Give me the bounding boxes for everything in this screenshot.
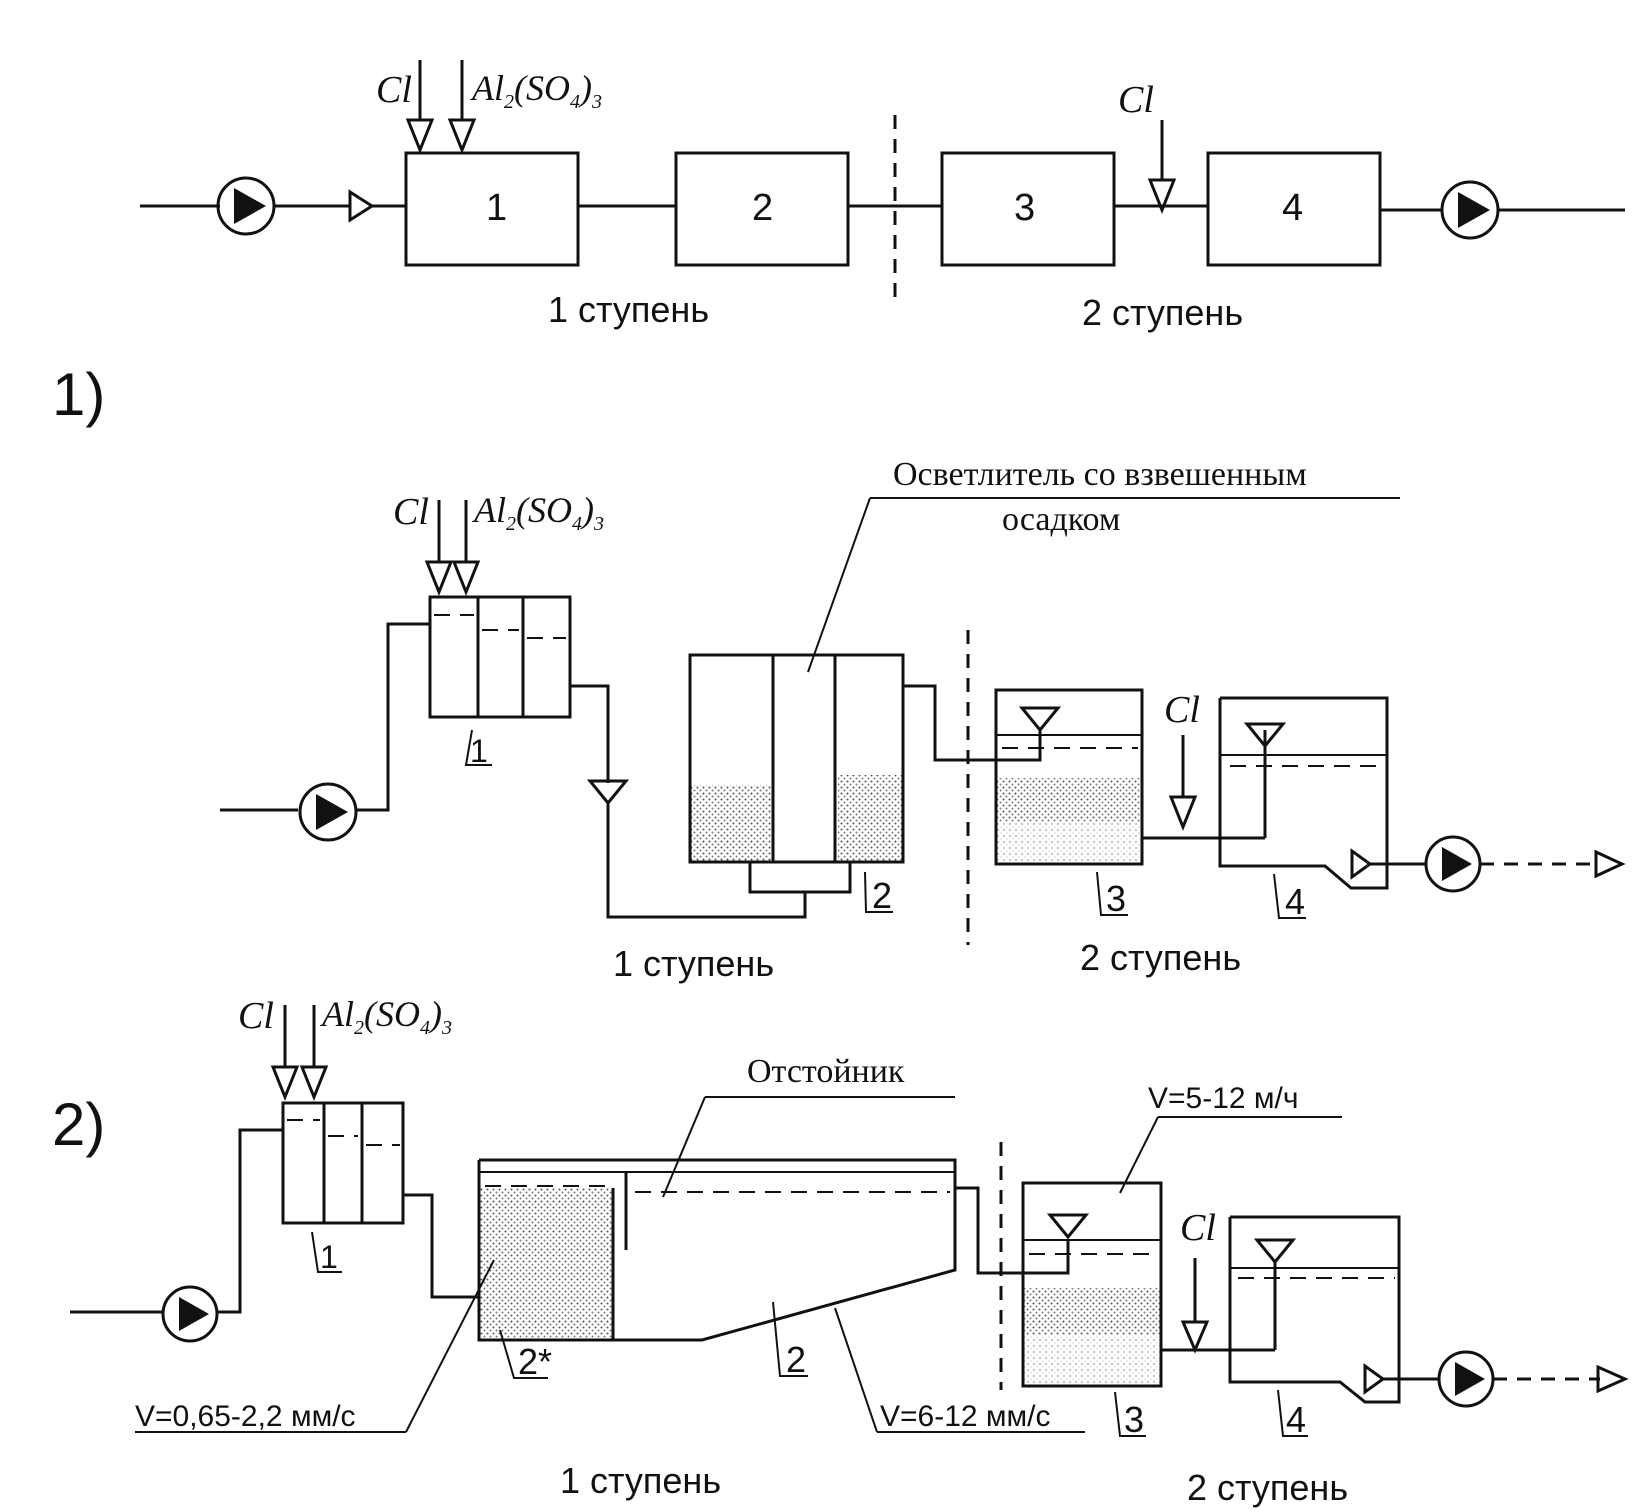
arrow-right-icon (1594, 849, 1626, 879)
block-2-label: 2 (752, 187, 773, 229)
block-3-label: 3 (1014, 187, 1035, 229)
clean-water-tank-4 (1218, 696, 1389, 890)
scheme-1: 1 Cl Al2(SO4)3 Осветлитель со взвешенным… (220, 456, 1626, 984)
callout-4: 4 (1285, 881, 1305, 922)
arrow-down-icon (424, 560, 454, 597)
valve-icon (1363, 1363, 1386, 1395)
callout-2: 2 (872, 875, 892, 916)
block-4 (1206, 151, 1382, 267)
velocity-filter-label: V=5-12 м/ч (1148, 1082, 1299, 1115)
stage2-label: 2 ступень (1187, 1467, 1348, 1508)
stage2-label: 2 ступень (1080, 937, 1241, 978)
arrow-down-icon (1147, 178, 1177, 215)
block-1 (404, 151, 580, 267)
chem-cl-stage2: Cl (1164, 689, 1200, 731)
arrow-down-icon (1168, 795, 1198, 832)
chem-cl: Cl (238, 995, 274, 1037)
arrow-down-icon (270, 1065, 300, 1102)
pump-icon (1437, 1350, 1495, 1408)
valve-icon (586, 779, 630, 806)
clarifier-caption-line1: Осветлитель со взвешенным (893, 456, 1307, 493)
mixer-tank (428, 595, 572, 719)
stage1-label: 1 ступень (548, 289, 709, 330)
arrow-down-icon (451, 560, 481, 597)
chem-cl-stage2: Cl (1118, 79, 1154, 121)
stage2-label: 2 ступень (1082, 292, 1243, 333)
pump-icon (1424, 835, 1482, 893)
callout-1: 1 (320, 1239, 338, 1275)
pump-icon (298, 782, 358, 842)
block-3 (940, 151, 1116, 267)
chem-aluminium-sulfate: Al2(SO4)3 (320, 994, 452, 1039)
block-scheme: 1 2 3 4 Cl Al2(SO4)3 Cl 1 ступень 2 ступ… (140, 60, 1625, 333)
scheme-2-label: 2) (52, 1091, 105, 1158)
stage1-label: 1 ступень (560, 1460, 721, 1501)
velocity-settler-label: V=6-12 мм/с (880, 1400, 1051, 1433)
chem-cl: Cl (393, 491, 429, 533)
callout-3: 3 (1106, 878, 1126, 919)
callout-2: 2 (786, 1339, 806, 1380)
valve-icon (348, 189, 375, 223)
arrow-down-icon (1180, 1320, 1210, 1354)
arrow-right-icon (1596, 1364, 1629, 1394)
scheme-1-label: 1) (52, 361, 105, 428)
clarifier-caption-line2: осадком (1002, 501, 1120, 538)
chem-aluminium-sulfate: Al2(SO4)3 (470, 68, 602, 113)
block-2 (674, 151, 850, 267)
settler-tank (477, 1158, 957, 1342)
clean-water-tank-4 (1228, 1215, 1401, 1404)
arrow-down-icon (447, 118, 477, 155)
block-4-label: 4 (1282, 187, 1303, 229)
clarifier-tank (688, 653, 905, 894)
pump-icon (161, 1285, 219, 1343)
pump-icon (216, 176, 276, 236)
callout-1: 1 (470, 733, 488, 769)
mixer-tank (281, 1101, 405, 1225)
block-1-label: 1 (486, 187, 507, 229)
chem-aluminium-sulfate: Al2(SO4)3 (472, 490, 604, 535)
stage1-label: 1 ступень (613, 943, 774, 984)
callout-3: 3 (1124, 1399, 1144, 1440)
arrow-down-icon (299, 1065, 329, 1102)
callout-2-star: 2* (518, 1341, 552, 1382)
valve-icon (1350, 848, 1373, 880)
filter-tank-3 (1021, 1181, 1163, 1388)
velocity-upflow-label: V=0,65-2,2 мм/с (135, 1400, 356, 1433)
scheme-2: 1 Cl Al2(SO4)3 Отстойник 2* 2 V=0,65-2,2… (70, 994, 1629, 1508)
callout-4: 4 (1286, 1399, 1306, 1440)
settler-caption: Отстойник (747, 1053, 905, 1090)
pump-icon (1440, 180, 1500, 240)
chem-cl: Cl (376, 69, 412, 111)
arrow-down-icon (405, 118, 435, 155)
filter-tank-3 (994, 688, 1144, 866)
chem-cl-stage2: Cl (1180, 1207, 1216, 1249)
